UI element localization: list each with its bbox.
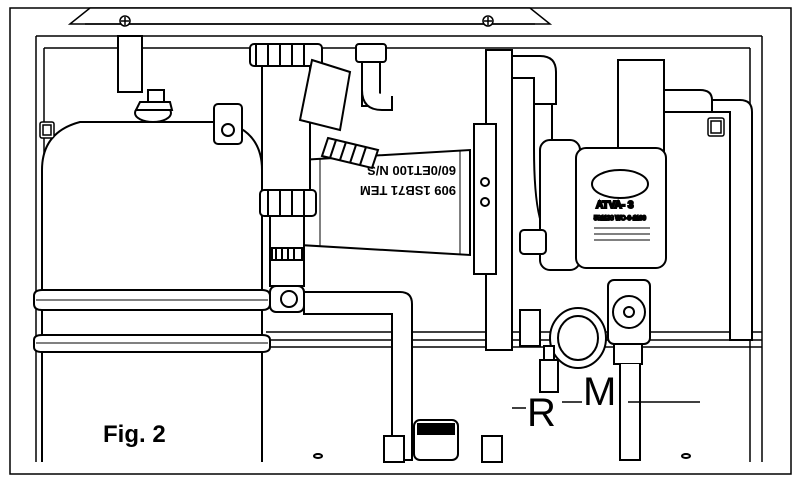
valve-and-gauge: [519, 279, 651, 461]
nameplate: 60/0ET100 N/S 909 1SB71 TEM: [360, 163, 456, 198]
left-clip: [39, 121, 55, 139]
nameplate-line2: 909 1SB71 TEM: [360, 183, 456, 198]
callout-r: R: [527, 391, 556, 435]
centre-pipework: [473, 49, 581, 351]
pump-code: 581138 WO-0-1100: [594, 216, 646, 222]
filter-assembly: [298, 43, 393, 170]
callout-m: M: [583, 370, 617, 414]
right-clip: [707, 117, 725, 137]
top-bracket: [67, 7, 553, 27]
circulation-pump: ATVA- 3 581138 WO-0-1100: [575, 59, 753, 341]
expansion-vessel: [33, 89, 271, 462]
figure-label: Fig. 2: [103, 421, 166, 448]
callout-leaders: [512, 401, 700, 409]
bottom-fittings: [313, 419, 691, 463]
pump-model: ATVA- 3: [596, 200, 634, 211]
nameplate-line1: 60/0ET100 N/S: [367, 163, 456, 178]
